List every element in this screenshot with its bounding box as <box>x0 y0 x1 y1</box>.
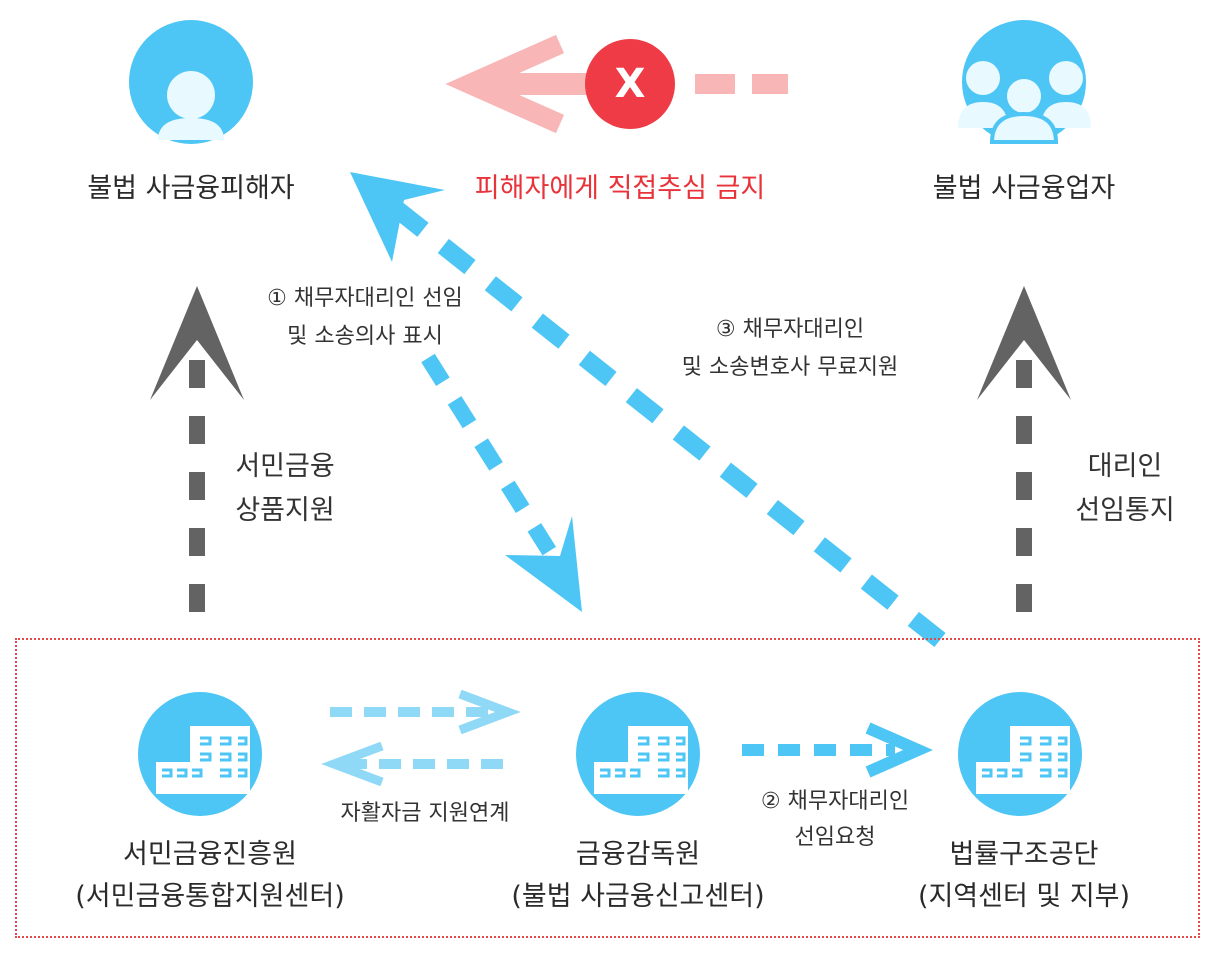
step2-label-line1: ② 채무자대리인 <box>760 789 910 814</box>
right-up-label-line2: 선임통지 <box>1075 495 1175 526</box>
left-up-label-line1: 서민금융 <box>235 451 335 482</box>
step2-label-line2: 선임요청 <box>794 825 876 850</box>
klac-sublabel: (지역센터 및 지부) <box>917 881 1131 912</box>
step1-label-line2: 및 소송의사 표시 <box>287 324 443 349</box>
mutual-arrow-left <box>321 741 510 787</box>
victim-label: 불법 사금융피해자 <box>87 173 295 204</box>
step3-label-line1: ③ 채무자대리인 <box>715 317 865 342</box>
single-person-icon <box>158 71 224 140</box>
left-up-label-line2: 상품지원 <box>235 495 335 526</box>
right-up-arrow <box>977 286 1071 612</box>
step3-label-line2: 및 소송변호사 무료지원 <box>681 355 899 380</box>
mutual-arrow-right <box>330 689 521 735</box>
step1-arrow <box>421 353 582 612</box>
institutions-region <box>15 638 1200 938</box>
lender-label: 불법 사금융업자 <box>932 173 1116 204</box>
fss-sublabel: (불법 사금융신고센터) <box>511 881 765 912</box>
step3-arrow <box>350 172 946 648</box>
left-up-arrow <box>150 286 244 612</box>
prohibited-collection-arrow <box>445 34 788 134</box>
lender-node <box>958 20 1091 144</box>
step1-label-line1: ① 채무자대리인 선임 <box>267 286 463 311</box>
mutual-label: 자활자금 지원연계 <box>340 801 510 826</box>
step2-arrow <box>742 722 933 778</box>
kinfa-label: 서민금융진흥원 <box>123 839 297 870</box>
klac-label: 법률구조공단 <box>949 839 1099 870</box>
klac-node <box>958 692 1082 816</box>
right-up-label-line1: 대리인 <box>1087 451 1163 482</box>
prohibition-label: 피해자에게 직접추심 금지 <box>474 173 766 204</box>
fss-node <box>576 692 700 816</box>
fss-label: 금융감독원 <box>575 839 701 870</box>
kinfa-node <box>138 692 262 816</box>
victim-node <box>129 20 253 144</box>
group-people-icon <box>958 61 1091 144</box>
prohibition-x-icon: X <box>585 39 675 129</box>
kinfa-sublabel: (서민금융통합지원센터) <box>75 881 345 912</box>
